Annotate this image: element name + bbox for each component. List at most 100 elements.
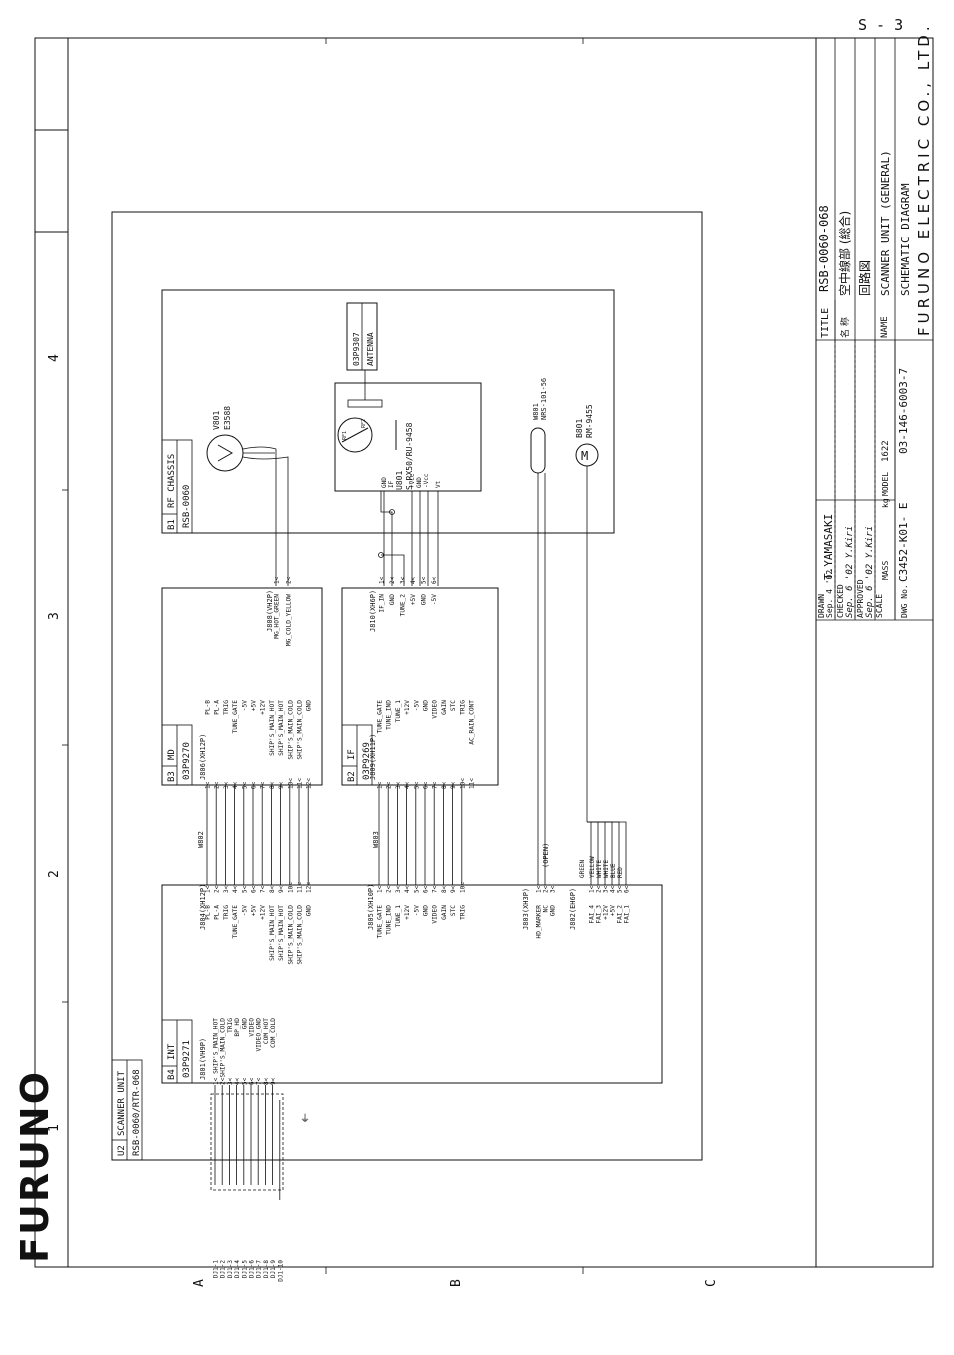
jp-name-1: 空中線部 (総合) [837,211,852,296]
w802-label: W802 [197,831,205,848]
j801-pin-num-7: 7< [256,1077,263,1085]
j804-pin-11: SHIP'S_MAIN_COLD [297,905,304,965]
j804-pin-num-3: 3< [223,885,230,893]
zone-col-a: A [192,1279,207,1287]
j804-pin-2: PL-A [214,905,221,920]
j804-pin-num-5: 5< [241,885,248,893]
j805-pin-10: TRIG [459,905,466,920]
j805-pin-8: GAIN [441,905,448,920]
dj1-cable-shield [210,1093,284,1191]
dj1-label-6: DJ1-6 [249,1260,256,1278]
model-value: 1622 [881,440,891,462]
j810-pin-num-6: 6< [431,576,438,584]
j810-pin-2: GND [389,594,396,605]
drawn-name: T.YAMASAKI [822,514,835,580]
j801-pin-2: SHIP'S_MAIN_COLD [220,1018,227,1078]
magnetron-symbol [206,434,244,472]
j810-pin-5: GND [421,594,428,605]
j810-pin-num-1: 1< [379,576,386,584]
j810-pin-num-2: 2< [389,576,396,584]
j802-pin-5: FAI_2 [617,905,624,924]
j806-pin-7: +12V [260,700,267,715]
int-board-name: INT [167,1043,177,1060]
j801-pin-1: SHIP'S_MAIN_HOT [213,1018,220,1074]
j805-pin-num-8: 8< [441,885,448,893]
j802-pin-num-2: 2< [596,885,603,893]
document-number: 03-146-6003-7 [897,368,910,454]
j802-pin-num-3: 3< [603,885,610,893]
j810-pin-4: +5V [410,594,417,605]
j805-pin-num-9: 9< [450,885,457,893]
j805-pin-6: GND [423,905,430,916]
j810-title: J810(XH6P) [369,590,377,632]
circulator-box [334,382,482,492]
drawn-label: DRAWN [817,594,826,618]
j805-pin-num-5: 5< [413,885,420,893]
j809-pin-4: +12V [404,700,411,715]
j804-pin-num-8: 8< [269,885,276,893]
scanner-unit-ref: U2 [117,1145,127,1156]
circulator-arrow [341,427,369,443]
j802-pin-num-6: 6< [624,885,631,893]
open-label: (OPEN) [542,843,550,868]
j801-pin-5: GND [241,1018,248,1029]
ring-label-1: RF1 [342,431,348,440]
j802-pin-num-5: 5< [617,885,624,893]
j806-pin-num-6: 6< [251,781,258,789]
magnetron-wire-2 [242,456,289,586]
dj1-label-3: DJ1-3 [227,1260,234,1278]
circulator-ring [337,417,373,453]
circulator-ref: U801 [395,471,404,490]
j802-pin-num-4: 4< [610,885,617,893]
zone-row-2: 2 [47,870,62,878]
zone-col-b: B [449,1279,464,1287]
dj1-label-10: DJ1-10 [277,1260,284,1282]
motor-wire-blue: BLUE [610,863,617,878]
magnetron-part: E3588 [223,406,232,430]
connector-pins: SHIP'S_MAIN_HOT 1< SHIP'S_MAIN_COLD 2< TRIG 3… [205,576,631,1281]
j801-pin-num-8: 8< [263,1077,270,1085]
j802-pin-2: FAI_3 [596,905,603,924]
j809-pin-7: VIDEO [432,700,439,719]
j805-pin-2: TUNE_IND [386,905,393,935]
motor-wire-green: GREEN [579,860,586,878]
j806-pin-num-1: 1< [205,781,212,789]
j805-pin-num-4: 4< [404,885,411,893]
j809-pin-num-8: 8< [441,781,448,789]
w801-part: NRS-101-56 [540,378,548,420]
j808-pin-1: MG_HOT_GREEN [274,594,281,639]
title-block [815,37,934,1268]
j802-pin-num-1: 1< [589,885,596,893]
j802-pin-4: +5V [610,905,617,916]
int-board-ref: B4 [167,1069,177,1080]
j804-pin-4: TUNE_GATE [232,905,239,939]
jp-name-label: 名 称 [839,317,851,338]
magnetron-wire-1 [242,446,277,586]
circ-pin-if: IF [388,480,395,488]
j809-pin-10: TRIG [459,700,466,715]
checked-label: CHECKED [836,584,845,618]
j804-pin-12: GND [306,905,313,916]
j804-pin-1: PL-B [205,905,212,920]
dj1-label-4: DJ1-4 [234,1260,241,1278]
j801-pin-num-3: 3< [227,1077,234,1085]
j805-pin-num-3: 3< [395,885,402,893]
page-number: S - 3 [858,16,903,34]
motor-part: RM-9455 [585,404,594,438]
j805-pin-5: -5V [413,905,420,916]
j806-pin-6: +5V [251,700,258,711]
dj1-label-7: DJ1-7 [256,1260,263,1278]
antenna-label: ANTENNA [366,332,375,366]
j809-pin-num-4: 4< [404,781,411,789]
dj1-label-5: DJ1-5 [241,1260,248,1278]
j806-pin-12: GND [306,700,313,711]
j809-pin-num-3: 3< [395,781,402,789]
j804-pin-3: TRIG [223,905,230,920]
md-board-pcb: 03P9270 [182,742,192,780]
mass-unit: kg [881,498,890,508]
j804-pin-num-11: 11< [297,882,304,893]
zone-row-1: 1 [47,1124,62,1132]
motor-wire-white-2: WHITE [603,860,610,878]
j805-pin-num-6: 6< [423,885,430,893]
j808-title: J808(VH2P) [266,590,274,632]
